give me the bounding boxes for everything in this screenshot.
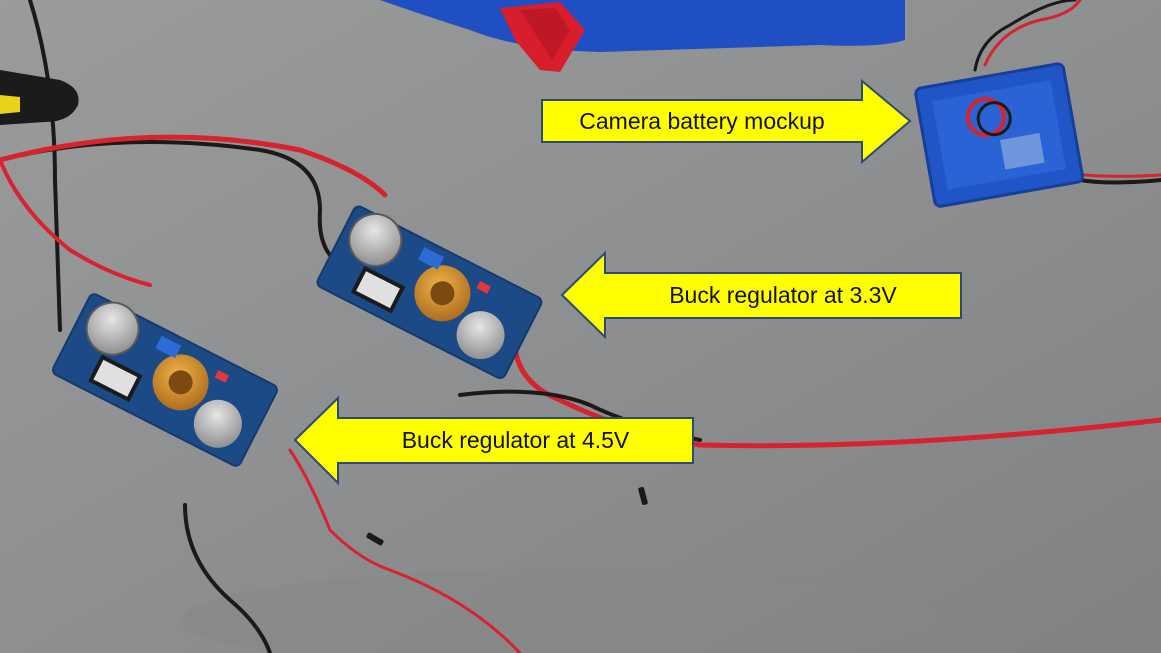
arrow-right-shape — [541, 78, 912, 165]
callout-buck-3v3: Buck regulator at 3.3V — [560, 250, 963, 340]
buck-regulator-4v5 — [52, 293, 278, 467]
callout-label-buck-3v3: Buck regulator at 3.3V — [669, 282, 897, 308]
callout-camera-battery: Camera battery mockup — [540, 78, 912, 165]
arrow-left-shape — [560, 250, 962, 340]
arrow-left-shape — [293, 395, 694, 486]
callout-label-buck-4v5: Buck regulator at 4.5V — [401, 427, 630, 453]
screwdriver-handle — [0, 70, 79, 125]
blue-tool — [380, 0, 905, 72]
callout-label-camera-battery: Camera battery mockup — [579, 107, 825, 134]
buck-regulator-3v3 — [316, 205, 543, 379]
callout-buck-4v5: Buck regulator at 4.5V — [293, 395, 695, 486]
camera-battery-mockup — [914, 62, 1084, 208]
